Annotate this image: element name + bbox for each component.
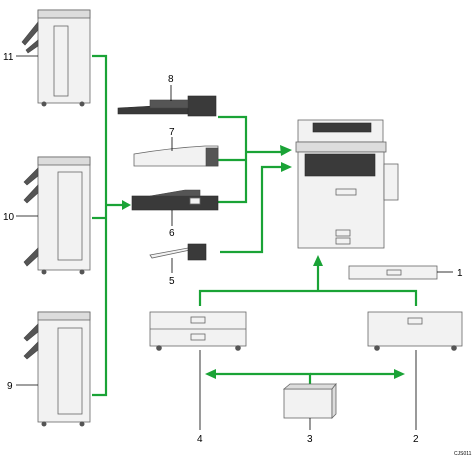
label-11: 11 — [3, 52, 14, 63]
main-unit-handle — [335, 237, 351, 245]
figure-code: CJS011 — [454, 451, 472, 457]
tray-8-guide — [149, 99, 189, 109]
unit-3 — [282, 382, 337, 419]
finisher-arrowhead — [122, 200, 131, 210]
caster — [235, 345, 241, 351]
main-unit-handle — [335, 229, 351, 237]
number-labels: 11 10 9 8 7 6 5 4 3 2 1 CJS011 — [3, 52, 472, 457]
tray-6 — [131, 189, 219, 211]
leader-lines — [16, 55, 453, 430]
finisher-10-top — [37, 156, 91, 166]
finisher-10-tray-lower — [23, 247, 39, 267]
finisher-11-top — [37, 9, 91, 19]
caster — [41, 269, 47, 275]
unit-3-top — [282, 383, 337, 390]
caster — [156, 345, 162, 351]
main-unit-adf-tray — [312, 122, 372, 133]
caster — [41, 421, 47, 427]
finisher-11-panel — [53, 25, 69, 97]
unit-4-handle — [190, 333, 206, 341]
unit3-right-arrowhead — [394, 369, 405, 379]
label-6: 6 — [169, 228, 175, 239]
finisher-9-tray-lower — [23, 341, 39, 360]
unit5-line — [220, 165, 283, 254]
unit5-arrowhead — [281, 162, 292, 172]
caster — [79, 421, 85, 427]
finisher-11-tray-lower — [25, 39, 39, 54]
feed-up-arrowhead — [313, 255, 323, 266]
finisher-10-panel — [57, 171, 83, 261]
label-9: 9 — [7, 381, 13, 392]
finisher-10-tray-middle — [23, 184, 39, 204]
tray-8-unit — [187, 95, 217, 117]
unit-1 — [348, 265, 438, 280]
tray-6-slot — [189, 197, 201, 205]
label-3: 3 — [307, 434, 313, 445]
finisher-9 — [23, 311, 91, 427]
unit-5-arm — [149, 247, 191, 259]
main-unit-output — [304, 153, 376, 177]
finisher-10-tray-upper — [23, 167, 39, 186]
caster — [79, 101, 85, 107]
feed-bracket — [198, 289, 418, 306]
tray-8 — [117, 95, 217, 117]
unit-2-handle — [407, 317, 423, 325]
finisher-9-top — [37, 311, 91, 321]
connector-lines — [92, 54, 418, 397]
label-5: 5 — [169, 276, 175, 287]
unit3-left-arrowhead — [205, 369, 216, 379]
unit-4 — [149, 311, 247, 351]
label-2: 2 — [413, 434, 419, 445]
label-1: 1 — [457, 268, 463, 279]
unit-5 — [149, 243, 207, 261]
caster — [451, 345, 457, 351]
unit-5-body — [187, 243, 207, 261]
label-7: 7 — [169, 127, 175, 138]
tray-7-end — [205, 147, 219, 167]
main-unit-handle — [335, 188, 357, 196]
finisher-11-tray-upper — [21, 21, 39, 46]
tray-7 — [133, 145, 219, 167]
unit-2 — [367, 311, 463, 351]
label-8: 8 — [168, 74, 174, 85]
label-4: 4 — [197, 434, 203, 445]
caster — [374, 345, 380, 351]
unit-3-side — [331, 382, 337, 419]
unit-3-body — [283, 388, 333, 419]
label-10: 10 — [3, 212, 15, 223]
unit-4-handle — [190, 316, 206, 324]
finisher-9-panel — [57, 327, 83, 415]
finisher-bracket — [92, 54, 108, 397]
finisher-10 — [23, 156, 91, 275]
main-unit-side — [383, 163, 399, 201]
tray-6-guide — [149, 189, 201, 197]
finisher-9-tray-upper — [23, 323, 39, 342]
main-unit — [295, 119, 399, 249]
main-unit-scanner — [295, 141, 387, 153]
tray-7-body — [133, 145, 219, 167]
tray-arrowhead — [280, 145, 292, 156]
unit-1-handle — [386, 269, 402, 276]
caster — [41, 101, 47, 107]
unit-2-body — [367, 311, 463, 347]
caster — [79, 269, 85, 275]
tray-6-body — [131, 195, 219, 211]
finisher-11 — [21, 9, 91, 107]
